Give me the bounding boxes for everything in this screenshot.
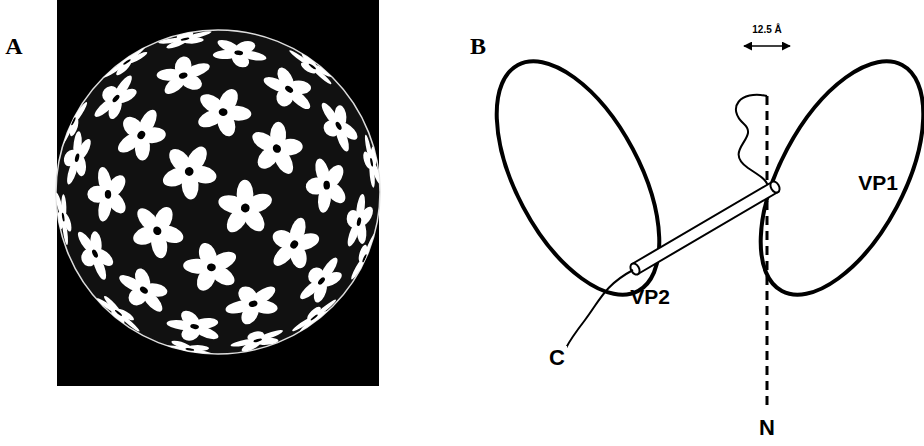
protein-name: VP1 bbox=[858, 172, 898, 193]
vp2-n-terminus-dashed bbox=[766, 96, 769, 408]
vp2-helix bbox=[629, 180, 782, 276]
panel-letter: B bbox=[470, 34, 486, 58]
micrograph-ground bbox=[57, 0, 379, 386]
terminus-label: N bbox=[757, 416, 777, 440]
vp2-c-tail bbox=[566, 270, 633, 348]
gap-arrow bbox=[744, 45, 790, 47]
capsid-sphere bbox=[56, 30, 380, 354]
dimension: 12.5 Å bbox=[752, 25, 781, 35]
panel-letter: A bbox=[5, 34, 22, 58]
vp1-right-outline bbox=[727, 36, 924, 320]
vp1-left-outline bbox=[463, 36, 693, 320]
vp2-loop bbox=[736, 95, 768, 188]
terminus-label: C bbox=[547, 346, 567, 370]
capsomeres bbox=[51, 26, 384, 362]
protein-name: VP2 bbox=[630, 286, 670, 307]
